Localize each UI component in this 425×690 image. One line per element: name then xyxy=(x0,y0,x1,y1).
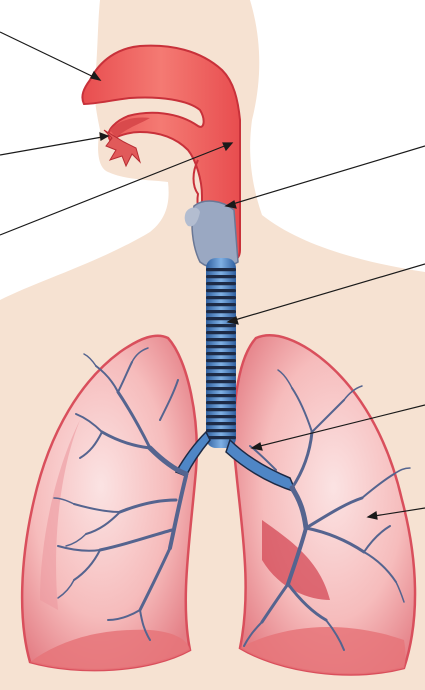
trachea-ring xyxy=(206,345,236,348)
trachea-ring xyxy=(206,408,236,411)
trachea-ring xyxy=(206,387,236,390)
trachea-ring xyxy=(206,415,236,418)
trachea-ring xyxy=(206,436,236,439)
pointer-nasal-cavity xyxy=(0,32,100,80)
trachea-ring xyxy=(206,352,236,355)
trachea-ring xyxy=(206,359,236,362)
trachea-ring xyxy=(206,282,236,285)
trachea-ring xyxy=(206,303,236,306)
trachea-ring xyxy=(206,394,236,397)
trachea-ring xyxy=(206,401,236,404)
trachea-ring xyxy=(206,429,236,432)
trachea-ring xyxy=(206,310,236,313)
trachea-ring xyxy=(206,366,236,369)
trachea-ring xyxy=(206,338,236,341)
trachea-ring xyxy=(206,380,236,383)
trachea-ring xyxy=(206,331,236,334)
trachea-ring xyxy=(206,268,236,271)
trachea-ring xyxy=(206,289,236,292)
trachea-ring xyxy=(206,422,236,425)
trachea-ring xyxy=(206,275,236,278)
pointer-larynx xyxy=(226,146,425,206)
pointer-nostril xyxy=(0,136,108,155)
trachea-ring xyxy=(206,324,236,327)
trachea-ring xyxy=(206,373,236,376)
trachea-ring xyxy=(206,296,236,299)
